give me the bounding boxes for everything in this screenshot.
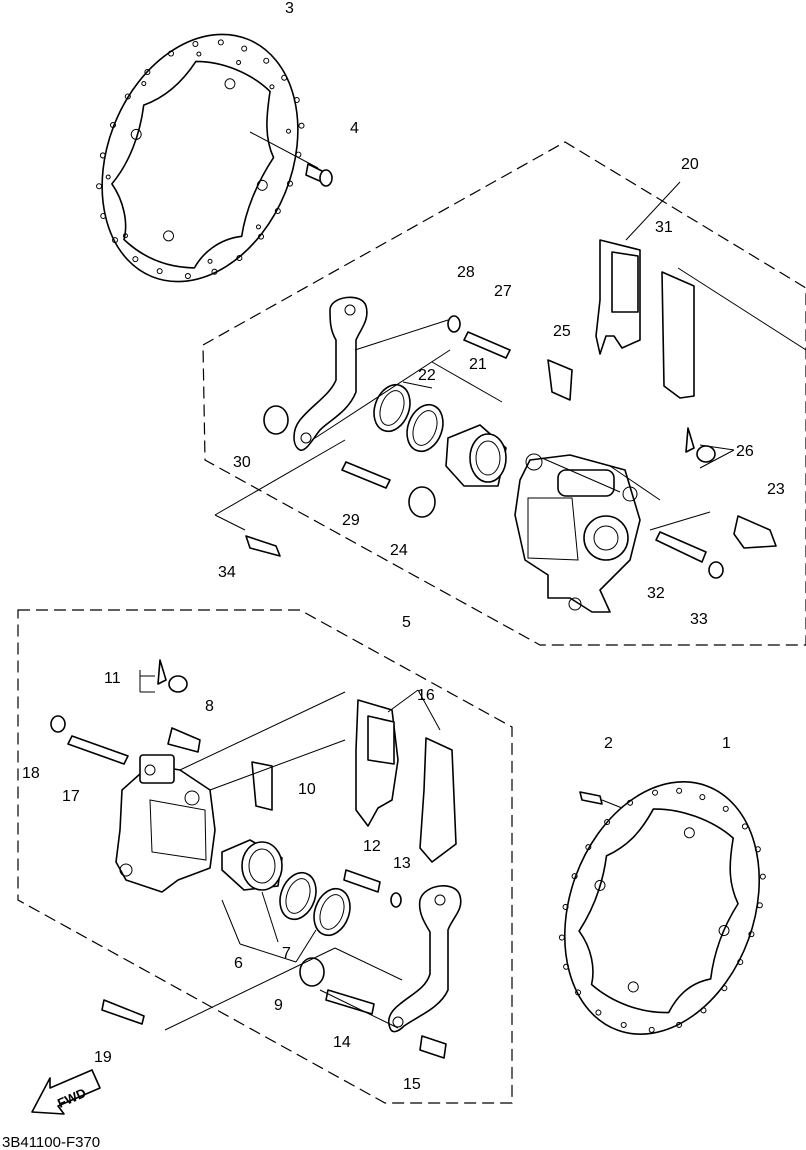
callout-6: 6 <box>234 955 243 972</box>
callout-14: 14 <box>333 1034 351 1051</box>
piston-seals-upper <box>373 383 444 453</box>
callout-10: 10 <box>298 781 316 798</box>
callout-21: 21 <box>469 356 487 373</box>
callout-numbers: 1 2 3 4 5 6 7 8 9 10 11 12 13 14 15 16 1… <box>22 0 785 1093</box>
callout-19: 19 <box>94 1049 112 1066</box>
callout-16: 16 <box>417 687 435 704</box>
callout-34: 34 <box>218 564 236 581</box>
callout-5: 5 <box>402 614 411 631</box>
callout-30: 30 <box>233 454 251 471</box>
callout-7: 7 <box>282 945 291 962</box>
callout-17: 17 <box>62 788 80 805</box>
callout-25: 25 <box>553 323 571 340</box>
caliper-piston-lower <box>221 839 283 891</box>
caliper-assembly-front-boundary <box>17 609 513 1104</box>
forward-direction-arrow: FWD <box>31 1069 101 1115</box>
callout-2: 2 <box>604 735 613 752</box>
callout-24: 24 <box>390 542 408 559</box>
callout-8: 8 <box>205 698 214 715</box>
leader-lines-upper <box>214 181 806 531</box>
brake-disc-upper <box>96 33 305 283</box>
callout-18: 18 <box>22 765 40 782</box>
caliper-body-lower <box>115 754 216 893</box>
brake-pads-upper <box>595 239 695 399</box>
callout-32: 32 <box>647 585 665 602</box>
caliper-body-upper <box>514 453 641 613</box>
callout-22: 22 <box>418 367 436 384</box>
callout-3: 3 <box>285 0 294 17</box>
disc-vent-holes-upper <box>96 39 305 280</box>
callout-12: 12 <box>363 838 381 855</box>
callout-9: 9 <box>274 997 283 1014</box>
callout-27: 27 <box>494 283 512 300</box>
callout-31: 31 <box>655 219 673 236</box>
hardware-lower <box>50 659 603 1059</box>
callout-20: 20 <box>681 156 699 173</box>
callout-33: 33 <box>690 611 708 628</box>
callout-28: 28 <box>457 264 475 281</box>
brake-disc-lower <box>558 781 766 1035</box>
brake-pads-lower <box>355 699 457 863</box>
disc-bolt-upper <box>249 131 333 187</box>
caliper-piston-upper <box>445 424 507 487</box>
diagram-code: 3B41100-F370 <box>2 1134 100 1150</box>
callout-1: 1 <box>722 735 731 752</box>
callout-4: 4 <box>350 120 359 137</box>
hardware-upper <box>245 315 777 579</box>
caliper-bracket-upper <box>293 296 368 451</box>
callout-29: 29 <box>342 512 360 529</box>
callout-15: 15 <box>403 1076 421 1093</box>
piston-seals-lower <box>279 871 351 937</box>
caliper-bracket-lower <box>387 885 462 1033</box>
leader-lines-lower <box>139 670 441 1031</box>
caliper-assembly-rear-boundary <box>202 141 806 646</box>
callout-13: 13 <box>393 855 411 872</box>
callout-23: 23 <box>767 481 785 498</box>
callout-26: 26 <box>736 443 754 460</box>
disc-vent-holes-lower <box>558 787 766 1033</box>
callout-11: 11 <box>104 670 121 687</box>
